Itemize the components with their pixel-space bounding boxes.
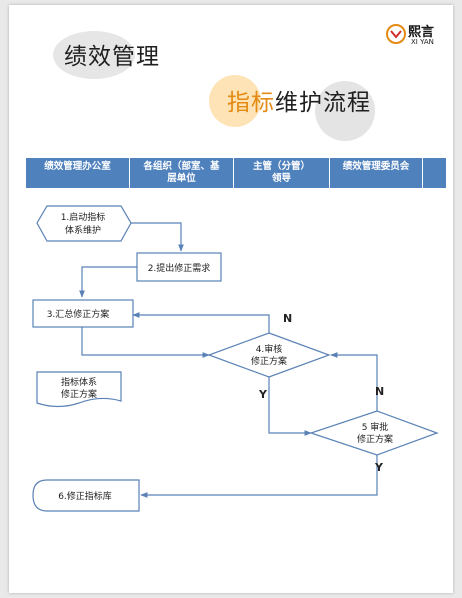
node-document-line2: 修正方案 <box>61 388 97 400</box>
node-end <box>32 479 140 512</box>
brand-logo: 熙言 XI YAN <box>385 19 447 51</box>
lane-header-leaders-line2: 领导 <box>271 173 291 184</box>
page-subtitle: 指标维护流程 <box>227 83 371 117</box>
node-document <box>36 371 122 408</box>
edge-approve-yes-to-end <box>140 455 378 498</box>
lane-header-office: 绩效管理办公室 <box>26 158 130 188</box>
node-start-line1: 1.启动指标 <box>61 211 106 223</box>
edge-review-yes-to-approve <box>268 377 312 436</box>
edge-approve-no-to-review <box>330 352 378 411</box>
lane-header-units: 各组织（部室、基 层单位 <box>130 158 234 188</box>
edge-label-approve-yes: Y <box>374 461 384 474</box>
logo-text: 熙言 <box>408 25 435 40</box>
node-review-line1: 4.审核 <box>256 343 283 355</box>
logo-emblem-icon <box>386 24 406 44</box>
lane-header-units-line2: 层单位 <box>167 173 196 184</box>
subtitle-highlight: 指标 <box>227 90 275 116</box>
page-title: 绩效管理 <box>64 44 160 70</box>
edge-start-to-step2 <box>131 222 184 252</box>
node-approve-line2: 修正方案 <box>357 433 393 445</box>
edge-label-review-no: N <box>283 312 292 325</box>
node-approve-line1: 5 审批 <box>362 421 389 433</box>
node-start-line2: 体系维护 <box>65 224 101 236</box>
lane-header-leaders-line1: 主管（分管） <box>252 161 310 172</box>
node-step2 <box>136 252 222 282</box>
lane-header-units-line1: 各组织（部室、基 <box>143 161 220 172</box>
lane-header-committee: 绩效管理委员会 <box>330 158 423 188</box>
node-step2-label: 2.提出修正需求 <box>148 262 211 274</box>
edge-step2-to-step3 <box>79 266 137 298</box>
flowchart: 1.启动指标 体系维护 2.提出修正需求 3.汇总修正方案 指标体系 修正方案 … <box>32 205 439 512</box>
node-start <box>36 205 132 242</box>
decor-circle-orange <box>209 75 261 127</box>
decor-circle-grey-top <box>53 31 135 79</box>
swimlane-header: 绩效管理办公室 各组织（部室、基 层单位 主管（分管） 领导 绩效管理委员会 <box>26 158 446 188</box>
logo-subtext: XI YAN <box>411 38 434 46</box>
lane-header-leaders: 主管（分管） 领导 <box>234 158 330 188</box>
edge-review-no-to-step3 <box>132 312 270 333</box>
edge-label-approve-no: N <box>375 385 384 398</box>
subtitle-rest: 维护流程 <box>275 90 371 116</box>
node-document-line1: 指标体系 <box>61 376 97 388</box>
node-review <box>207 332 331 378</box>
page: 绩效管理 指标维护流程 熙言 XI YAN 绩效管理办公室 各组织（部室、基 层… <box>9 5 453 593</box>
lane-header-office-line1: 绩效管理办公室 <box>44 161 111 172</box>
node-end-label: 6.修正指标库 <box>58 490 112 502</box>
node-approve <box>309 410 439 456</box>
node-review-line2: 修正方案 <box>251 355 287 367</box>
edge-label-review-yes: Y <box>258 388 268 401</box>
decor-circle-grey-right <box>315 81 375 141</box>
edge-step3-to-review <box>81 327 210 358</box>
lane-header-committee-line1: 绩效管理委员会 <box>342 161 410 172</box>
node-step3-label: 3.汇总修正方案 <box>47 308 110 320</box>
node-step3 <box>32 299 134 328</box>
